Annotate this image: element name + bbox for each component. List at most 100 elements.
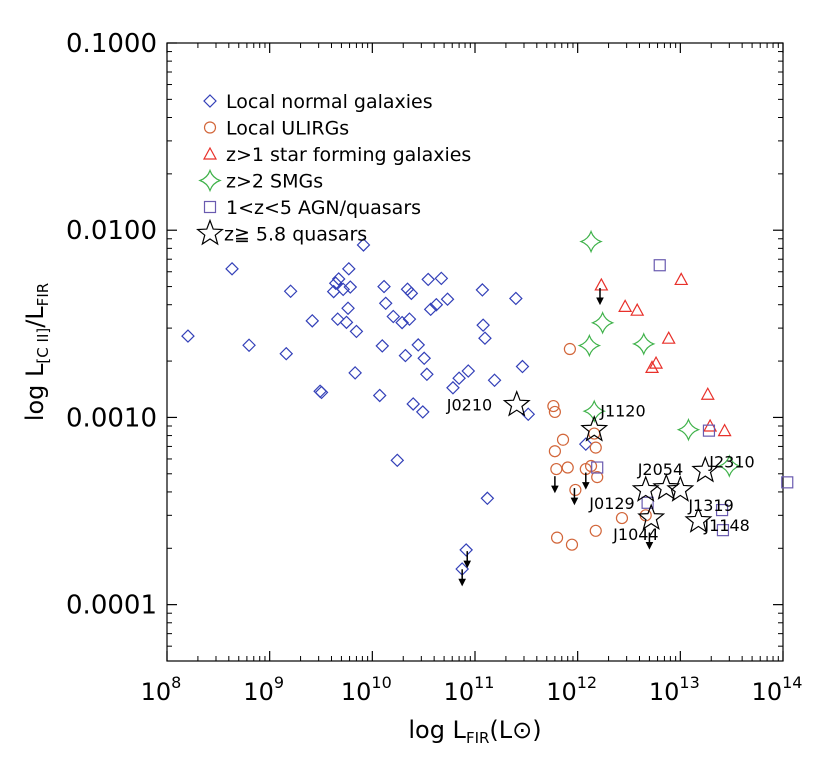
diamond-marker <box>459 543 474 557</box>
upper-limit-arrow <box>551 476 559 494</box>
circle-marker <box>561 461 574 474</box>
diamond-marker <box>395 315 409 330</box>
diamond-marker <box>452 371 466 386</box>
diamond-marker <box>203 94 217 108</box>
quasar-label: J2310 <box>708 453 754 472</box>
diamond-marker <box>225 261 239 276</box>
circle-marker <box>584 459 598 473</box>
upper-limit-arrow <box>463 551 472 569</box>
diamond-marker <box>478 331 492 346</box>
x-tick-label: 109 <box>243 673 284 706</box>
diamond-marker <box>411 338 426 352</box>
diamond-marker <box>400 282 415 297</box>
square-marker <box>715 503 729 517</box>
legend-item: Local ULIRGs <box>203 118 349 140</box>
diamond-marker <box>242 338 256 353</box>
upper-limit-arrow <box>570 488 579 506</box>
legend-item: z>1 star forming galaxies <box>202 144 471 166</box>
x-tick-label: 1010 <box>341 673 392 706</box>
diamond-marker <box>336 282 351 297</box>
legend-label: z>2 SMGs <box>226 171 323 193</box>
circle-marker <box>548 445 561 458</box>
diamond-marker <box>406 397 421 411</box>
diamond-marker <box>341 301 355 316</box>
diamond-marker <box>283 284 298 299</box>
legend-label: z≧ 5.8 quasars <box>224 224 367 246</box>
diamond-marker <box>434 271 449 286</box>
diamond-marker <box>417 351 432 366</box>
diamond-marker <box>349 324 364 339</box>
diamond-marker <box>461 364 476 378</box>
quasar-label: J1120 <box>599 402 645 421</box>
diamond-marker <box>375 339 390 353</box>
x-axis-label: log LFIR(L⊙) <box>408 716 541 747</box>
triangle-marker <box>661 330 676 344</box>
circle-marker <box>547 399 560 413</box>
diamond-marker <box>480 491 495 506</box>
y-tick-label: 0.0100 <box>66 216 157 246</box>
diamond-marker <box>378 296 393 311</box>
diamond-marker <box>509 291 523 306</box>
triangle-marker <box>674 272 689 286</box>
triangle-marker <box>717 423 732 437</box>
x-tick-label: 108 <box>141 673 182 706</box>
diamond-marker <box>339 315 354 330</box>
legend-item: z≧ 5.8 quasars <box>196 218 367 246</box>
square-marker <box>203 200 217 214</box>
five-point-star-marker <box>502 389 531 417</box>
diamond-marker <box>181 329 195 343</box>
legend-label: 1<z<5 AGN/quasars <box>226 197 421 219</box>
circle-marker <box>550 531 564 544</box>
triangle-marker <box>700 386 715 400</box>
diamond-marker <box>429 297 444 312</box>
triangle-marker <box>649 355 664 369</box>
diamond-marker <box>341 261 356 276</box>
quasar-label: J1148 <box>703 516 749 535</box>
upper-limit-arrow <box>645 532 654 550</box>
upper-limit-arrow <box>596 288 604 306</box>
circle-marker <box>569 483 582 497</box>
five-point-star-marker <box>652 473 681 500</box>
triangle-marker <box>618 299 633 312</box>
quasar-label: J2054 <box>637 460 683 479</box>
upper-limit-arrow <box>458 569 466 587</box>
diamond-marker <box>521 407 536 422</box>
circle-marker <box>591 471 604 484</box>
four-point-star-marker <box>676 417 701 442</box>
triangle-marker <box>594 277 609 291</box>
legend-label: Local normal galaxies <box>226 91 433 113</box>
circle-marker <box>615 511 629 525</box>
diamond-marker <box>305 314 320 328</box>
legend-item: z>2 SMGs <box>198 168 323 193</box>
y-axis-label: log L[C II]/LFIR <box>21 283 52 421</box>
data-points <box>181 229 794 576</box>
diamond-marker <box>440 292 455 307</box>
diamond-marker <box>398 348 413 363</box>
diamond-marker <box>390 453 405 468</box>
legend-label: z>1 star forming galaxies <box>226 144 471 166</box>
axis-ticks <box>166 42 784 662</box>
quasar-label: J1044 <box>612 525 658 544</box>
triangle-marker <box>630 302 645 316</box>
x-tick-label: 1011 <box>444 673 495 706</box>
diamond-marker <box>423 302 438 317</box>
x-tick-label: 1014 <box>752 673 803 706</box>
y-tick-label: 0.1000 <box>66 29 157 59</box>
circle-marker <box>565 538 579 551</box>
quasar-label: J0129 <box>588 494 634 513</box>
circle-marker <box>550 462 563 476</box>
legend-label: Local ULIRGs <box>226 118 349 140</box>
triangle-marker <box>202 146 218 160</box>
four-point-star-marker <box>198 168 222 193</box>
square-marker <box>591 461 604 474</box>
circle-marker <box>203 121 217 134</box>
upper-limit-arrows <box>458 288 654 587</box>
quasar-label: J1319 <box>687 496 733 515</box>
diamond-marker <box>330 312 345 326</box>
legend-item: Local normal galaxies <box>203 91 433 113</box>
five-point-star-marker <box>691 455 720 483</box>
circle-marker <box>563 342 576 356</box>
diamond-marker <box>446 380 460 395</box>
diamond-marker <box>578 437 593 451</box>
